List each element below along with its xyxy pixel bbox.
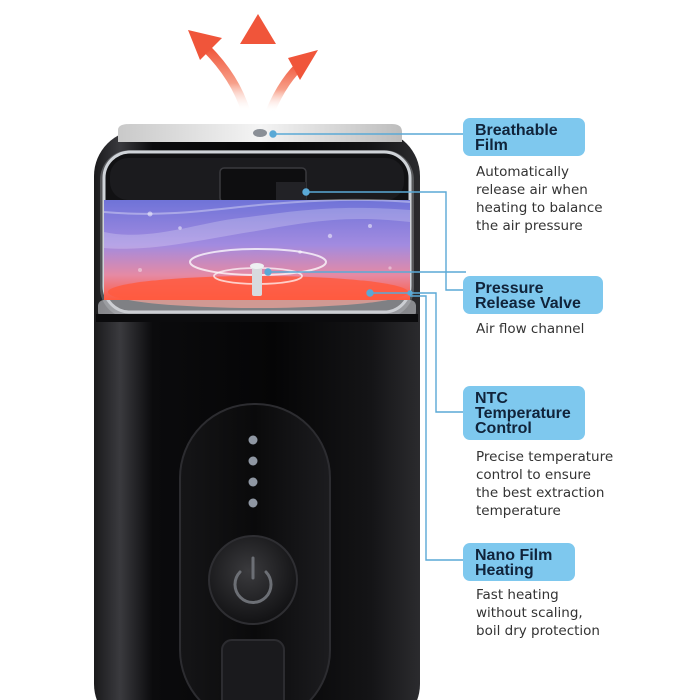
leader-lines	[264, 130, 466, 561]
feature-desc-nano-film-heating: Fast heating without scaling, boil dry p…	[476, 586, 600, 640]
feature-desc-line: Automatically	[476, 164, 569, 180]
feature-label-pressure-release-valve: Pressure Release Valve	[463, 276, 603, 314]
feature-desc-breathable-film: Automatically release air when heating t…	[476, 163, 603, 235]
feature-label-nano-film-heating: Nano Film Heating	[463, 543, 575, 581]
indicator-led	[248, 477, 258, 487]
steam-arrows-icon	[188, 14, 318, 117]
feature-desc-line: the best extraction	[476, 485, 605, 501]
feature-title-line: Heating	[475, 562, 534, 579]
usb-port	[221, 639, 285, 700]
feature-desc-line: the air pressure	[476, 218, 583, 234]
indicator-led	[248, 498, 258, 508]
feature-desc-line: Precise temperature	[476, 449, 614, 465]
feature-label-ntc-temperature-control: NTC Temperature Control	[463, 386, 585, 440]
feature-title-line: NTC	[475, 390, 508, 407]
feature-desc-pressure-release-valve: Air flow channel	[476, 320, 584, 338]
feature-title-line: Control	[475, 420, 532, 437]
feature-desc-line: Fast heating	[476, 587, 559, 603]
feature-desc-line: control to ensure	[476, 467, 591, 483]
feature-title-line: Nano Film	[475, 547, 553, 564]
feature-desc-line: boil dry protection	[476, 623, 600, 639]
indicator-led	[248, 435, 258, 445]
water-chamber	[103, 198, 411, 308]
feature-desc-line: temperature	[476, 503, 561, 519]
feature-desc-ntc-temperature-control: Precise temperature control to ensure th…	[476, 448, 613, 520]
feature-title-line: Breathable	[475, 122, 558, 139]
power-button[interactable]	[208, 535, 298, 625]
indicator-led	[248, 456, 258, 466]
feature-title-line: Release Valve	[475, 295, 581, 312]
feature-title-line: Temperature	[475, 405, 571, 422]
feature-title-line: Pressure	[475, 280, 544, 297]
feature-desc-line: Air flow channel	[476, 321, 585, 337]
feature-label-breathable-film: Breathable Film	[463, 118, 585, 156]
feature-desc-line: heating to balance	[476, 200, 603, 216]
power-icon	[233, 556, 273, 604]
feature-title-line: Film	[475, 137, 508, 154]
feature-desc-line: without scaling,	[476, 605, 583, 621]
breathable-film-vent	[253, 129, 267, 137]
feature-desc-line: release air when	[476, 182, 588, 198]
device-body	[94, 124, 420, 700]
